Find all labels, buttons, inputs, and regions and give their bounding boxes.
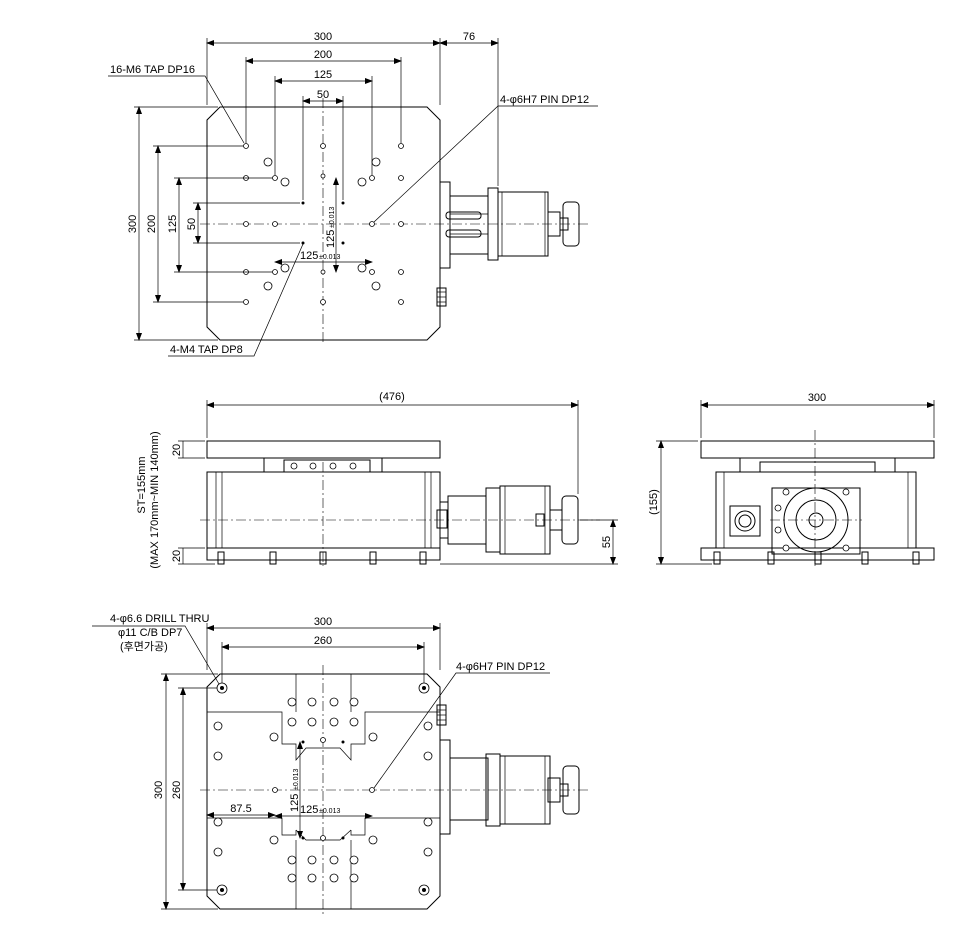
- top-dim-300: 300: [314, 31, 332, 43]
- bottom-view: 300 260 300 260 87.5 125 ±0.013 125 ±0.0…: [92, 613, 590, 915]
- bottom-label-drill-1: 4-φ6.6 DRILL THRU: [110, 613, 209, 625]
- side-dim-155: (155): [648, 489, 660, 515]
- top-dim-76: 76: [463, 31, 475, 43]
- bottom-label-drill-3: (후면가공): [120, 640, 168, 653]
- top-pin-holes: [272, 173, 375, 275]
- side-top-plate: [700, 440, 935, 459]
- front-base: [206, 547, 441, 561]
- front-view: (476) 20 20 ST=155mm (MAX 170mm~MIN 140m…: [136, 391, 618, 569]
- top-dim-125: 125: [314, 69, 332, 81]
- front-dim-20-top: 20: [171, 444, 183, 456]
- bottom-pin-holes: [272, 737, 375, 841]
- front-dim-476: (476): [379, 391, 405, 403]
- side-connector: [729, 505, 761, 537]
- bottom-pin-h-tol: ±0.013: [319, 808, 340, 815]
- top-leader-m4: [168, 243, 304, 357]
- bottom-slots: [207, 674, 440, 909]
- top-pin-h-tol: ±0.013: [319, 254, 340, 261]
- top-label-m6: 16-M6 TAP DP16: [110, 64, 195, 76]
- side-body: [715, 471, 917, 549]
- bottom-drill-holes: [216, 682, 430, 896]
- front-body: [206, 471, 441, 549]
- bottom-cb-holes: [213, 697, 433, 883]
- top-dim-50: 50: [317, 89, 329, 101]
- bottom-dim-v260: 260: [171, 781, 183, 799]
- side-view: 300 (155): [648, 392, 935, 566]
- top-leader-m6: [108, 75, 245, 144]
- top-pin-v-tol: ±0.013: [329, 207, 336, 228]
- bottom-label-drill-2: φ11 C/B DP7: [118, 627, 182, 639]
- side-base: [700, 547, 935, 561]
- bottom-pin-v-tol: ±0.013: [293, 769, 300, 790]
- bottom-leader-pin: [373, 672, 550, 789]
- front-feet: [217, 551, 427, 565]
- side-motor-face: [771, 487, 861, 555]
- top-label-pin: 4-φ6H7 PIN DP12: [500, 94, 589, 106]
- front-dim-20-bot: 20: [171, 550, 183, 562]
- top-drive-unit: [436, 181, 580, 307]
- bottom-drive-unit: [436, 704, 580, 835]
- front-top-plate: [206, 440, 441, 459]
- bottom-dim-v300: 300: [153, 781, 165, 799]
- top-pin-v-125: 125: [325, 230, 337, 248]
- front-dim-55: 55: [601, 536, 613, 548]
- side-dim-300: 300: [808, 392, 826, 404]
- bottom-dim-300: 300: [314, 616, 332, 628]
- bottom-label-pin: 4-φ6H7 PIN DP12: [456, 661, 545, 673]
- bottom-pin-h-125: 125: [300, 804, 318, 816]
- top-view: 300 76 200 125 50 300 200 125 50 125 ±0.…: [108, 31, 598, 357]
- top-dim-200: 200: [314, 49, 332, 61]
- bottom-leader-drill: [92, 625, 220, 685]
- bottom-dim-87-5: 87.5: [230, 803, 251, 815]
- top-pin-h-125: 125: [300, 250, 318, 262]
- top-dim-v125: 125: [167, 215, 179, 233]
- top-dim-v200: 200: [146, 215, 158, 233]
- bottom-pin-v-125: 125: [289, 794, 301, 812]
- top-dims: [134, 38, 499, 341]
- top-dim-v300: 300: [127, 215, 139, 233]
- bottom-dim-260: 260: [314, 635, 332, 647]
- top-table-plate: [206, 106, 441, 341]
- top-dim-v50: 50: [186, 218, 198, 230]
- bottom-plate: [206, 673, 441, 910]
- front-stroke-sub: (MAX 170mm~MIN 140mm): [149, 431, 161, 568]
- top-label-m4: 4-M4 TAP DP8: [170, 344, 243, 356]
- top-leader-pin: [373, 105, 598, 223]
- front-drive-unit: [436, 485, 579, 555]
- front-stroke-label: ST=155mm: [136, 456, 148, 513]
